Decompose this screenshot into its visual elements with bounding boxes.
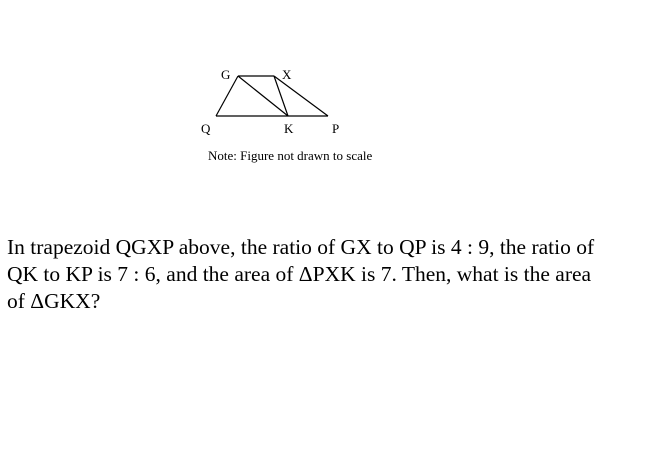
vertex-label-g: G [221, 67, 230, 82]
figure-note: Note: Figure not drawn to scale [208, 148, 373, 163]
segment-gk [237, 75, 289, 117]
trapezoid-figure: G X Q K P [201, 67, 339, 136]
side-qg [215, 75, 239, 117]
side-xp [273, 75, 329, 117]
vertex-label-q: Q [201, 121, 211, 136]
vertex-label-x: X [282, 67, 292, 82]
segment-xk [273, 75, 289, 117]
vertex-label-k: K [284, 121, 294, 136]
question-text: In trapezoid QGXP above, the ratio of GX… [7, 235, 595, 313]
vertex-label-p: P [332, 121, 339, 136]
